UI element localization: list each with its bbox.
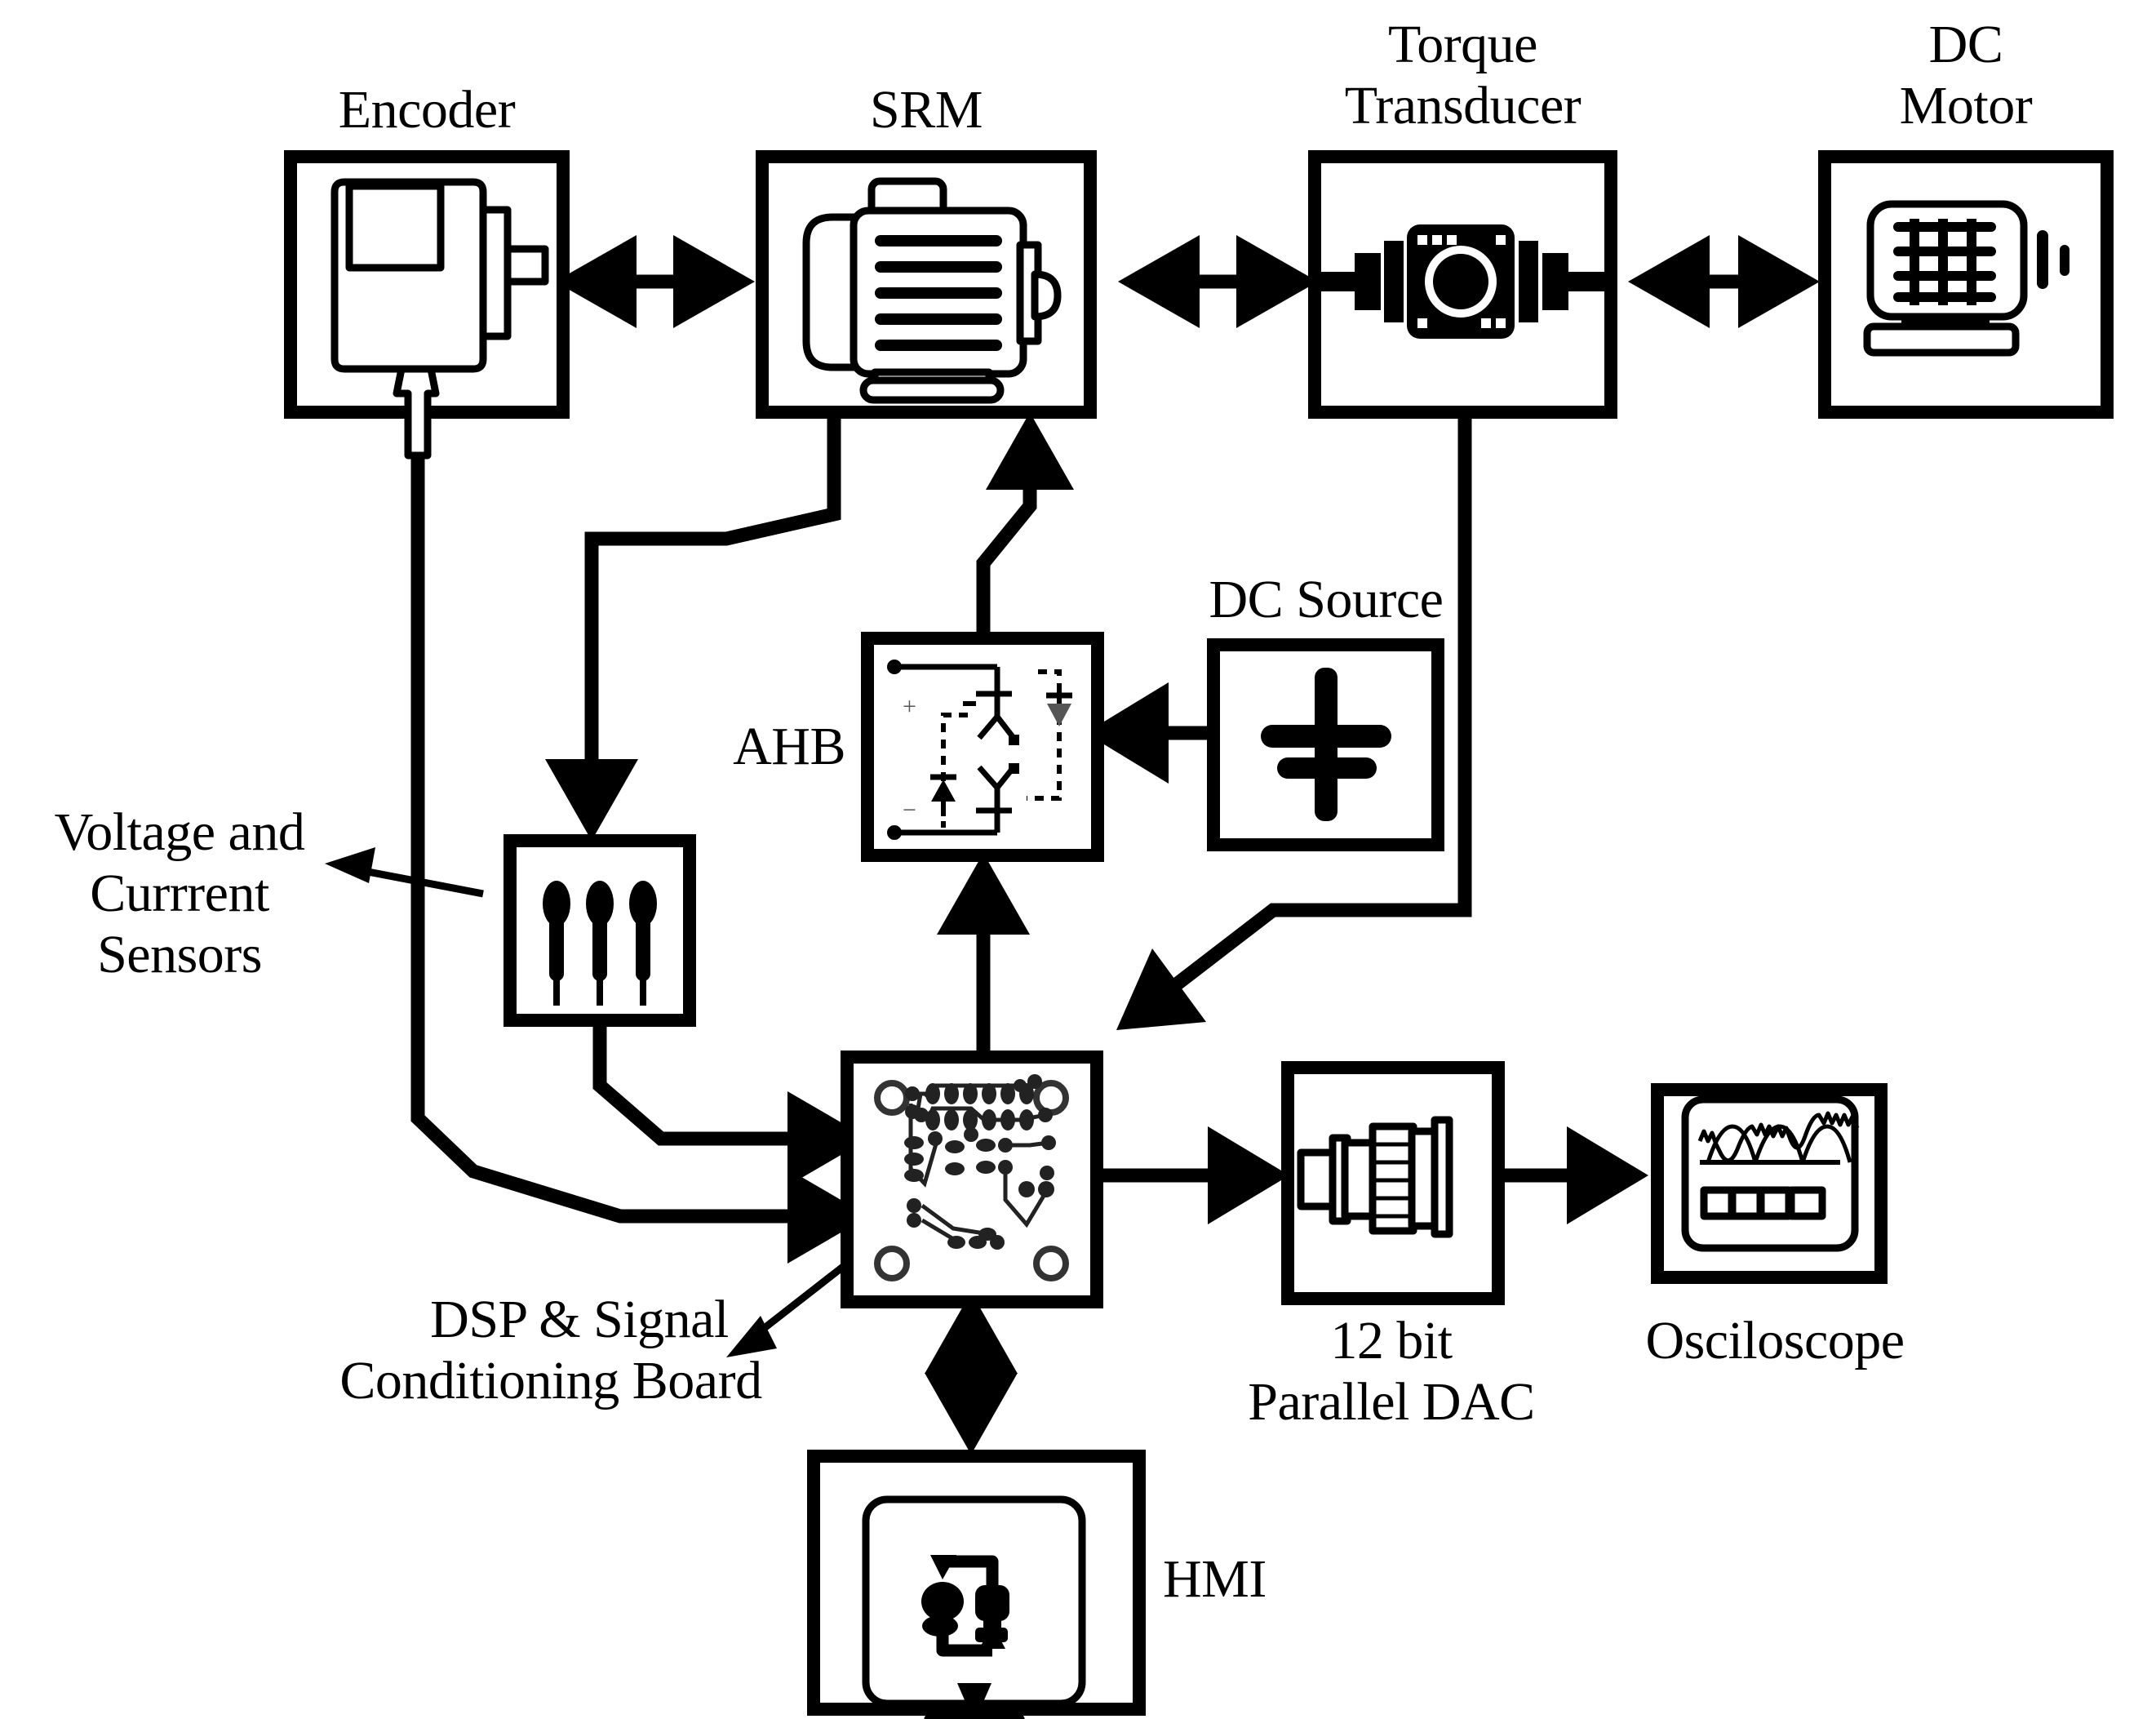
block-srm[interactable] [756,150,1097,419]
block-encoder[interactable] [284,150,570,460]
connection-dcsource-ahb [1085,682,1208,784]
label-dsp-board-line1: DSP & Signal [430,1290,729,1349]
label-encoder: Encoder [338,80,516,140]
sensor-probes-icon [543,881,657,1006]
block-dc-source[interactable] [1207,638,1444,851]
label-ahb: AHB [733,717,845,776]
dac-connector-icon [1297,1116,1453,1238]
label-dac-line1: 12 bit [1330,1311,1453,1370]
block-sensors[interactable] [504,834,696,1027]
block-dsp-board[interactable] [841,1050,1103,1308]
connection-dsp-ahb [937,853,1030,1061]
label-hmi: HMI [1163,1549,1267,1609]
label-dsp-board-line2: Conditioning Board [339,1351,762,1410]
block-oscilloscope[interactable] [1651,1083,1888,1284]
label-dac-line2: Parallel DAC [1248,1372,1535,1432]
connection-encoder-srm [555,235,755,328]
leader-sensors-label [325,847,484,898]
connection-torque-dcmotor [1628,235,1820,328]
rotary-encoder-icon [330,178,549,460]
connection-srm-torque [1118,235,1318,328]
connection-torque-dsp [1116,412,1472,1030]
svg-text:−: − [903,797,916,824]
label-sensors-line2: Currrent [90,864,269,923]
label-sensors-line3: Sensors [97,925,262,984]
torque-transducer-icon [1314,224,1613,339]
electric-motor-icon [802,177,1062,404]
label-srm: SRM [870,80,983,140]
battery-icon [1261,668,1391,821]
connection-dsp-dac [1102,1126,1289,1224]
oscilloscope-icon [1681,1095,1860,1252]
label-sensors-line1: Voltage and [54,802,305,862]
connection-ahb-srm [976,412,1074,641]
connection-sensors-dsp [592,1016,869,1186]
leader-dsp-label [726,1260,850,1357]
label-torque-transducer-line2: Transducer [1344,76,1582,135]
svg-text:+: + [903,693,916,720]
block-ahb[interactable]: + − [861,632,1104,862]
connection-dsp-hmi [925,1292,1018,1455]
label-dc-motor-line2: Motor [1899,76,2033,135]
block-dac[interactable] [1281,1061,1505,1305]
block-hmi[interactable] [807,1450,1146,1719]
dc-motor-icon [1863,200,2069,357]
pcb-board-icon [874,1074,1069,1281]
asymmetric-half-bridge-icon: + − [887,660,1072,840]
connection-dac-scope [1497,1126,1648,1224]
label-dc-source: DC Source [1209,570,1444,629]
label-oscilloscope: Osciloscope [1645,1311,1905,1370]
monitor-hmi-icon [862,1495,1086,1719]
label-torque-transducer-line1: Torque [1388,15,1537,74]
block-torque-transducer[interactable] [1308,150,1617,419]
block-dc-motor[interactable] [1818,150,2114,419]
connection-srm-sensors [545,412,841,841]
label-dc-motor-line1: DC [1928,15,2003,74]
